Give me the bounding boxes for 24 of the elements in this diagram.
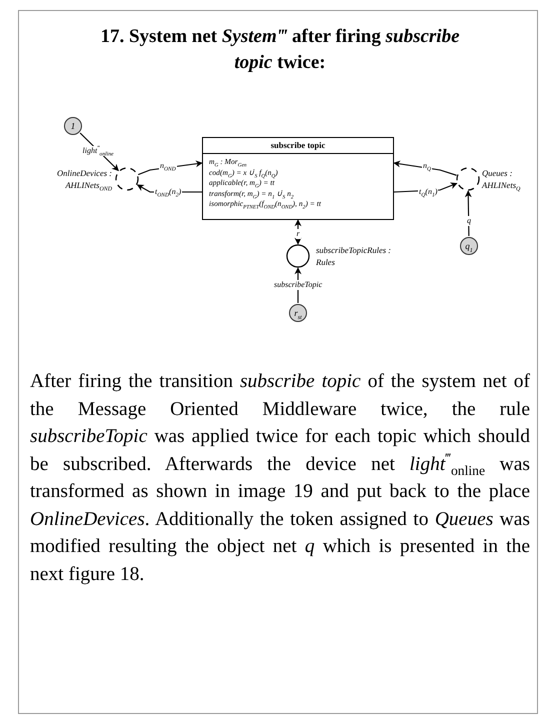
edge-label: n$_{OND}$: [159, 161, 177, 171]
token-label: q$_{1}$: [465, 241, 473, 251]
dashed-place-circle: [456, 167, 480, 191]
place-annotation: Queues : AHLINets$_{Q}$: [482, 167, 522, 191]
edge-label: n$_{Q}$: [422, 161, 432, 171]
place-circle: [286, 244, 310, 268]
token-label: r$_{st}$: [294, 308, 302, 318]
arc-arrow: [394, 182, 458, 193]
edge-label: subscribeTopic: [273, 280, 324, 290]
arc-arrow: [294, 219, 302, 245]
arc-arrow: [464, 190, 472, 236]
transition-box: [202, 137, 394, 220]
edge-label: t$_{OND}$(n$_{2}$): [154, 187, 182, 197]
arc-arrow: [393, 160, 457, 176]
caption: After firing the transition subscribe topic of the system net of the Message Oriented Middleware twice, the rule subscribeTopic was applied twice for each topic which should be subscribed. Afterwards the device net light$^{‴}$$_{online}$ was transformed as shown in image 19 and put back to the place OnlineDevices. Additionally the token assigned to Queues was modified resulting the object net q which is presented in the next figure 18.: [30, 370, 530, 586]
place-annotation: OnlineDevices : AHLINets$_{OND}$: [56, 167, 112, 191]
title: 17. System net System‴ after firing subscribe topic twice:: [99, 25, 461, 75]
edge-label: r: [296, 229, 301, 239]
place-annotation: subscribeTopicRules : Rules: [316, 244, 392, 268]
edge-label: t$_{Q}$(n$_{1}$): [418, 187, 438, 197]
edge-label: q: [466, 216, 472, 226]
transition-name: subscribe topic: [203, 138, 393, 154]
token-label: 1: [70, 121, 76, 131]
dashed-place-circle: [115, 167, 139, 191]
